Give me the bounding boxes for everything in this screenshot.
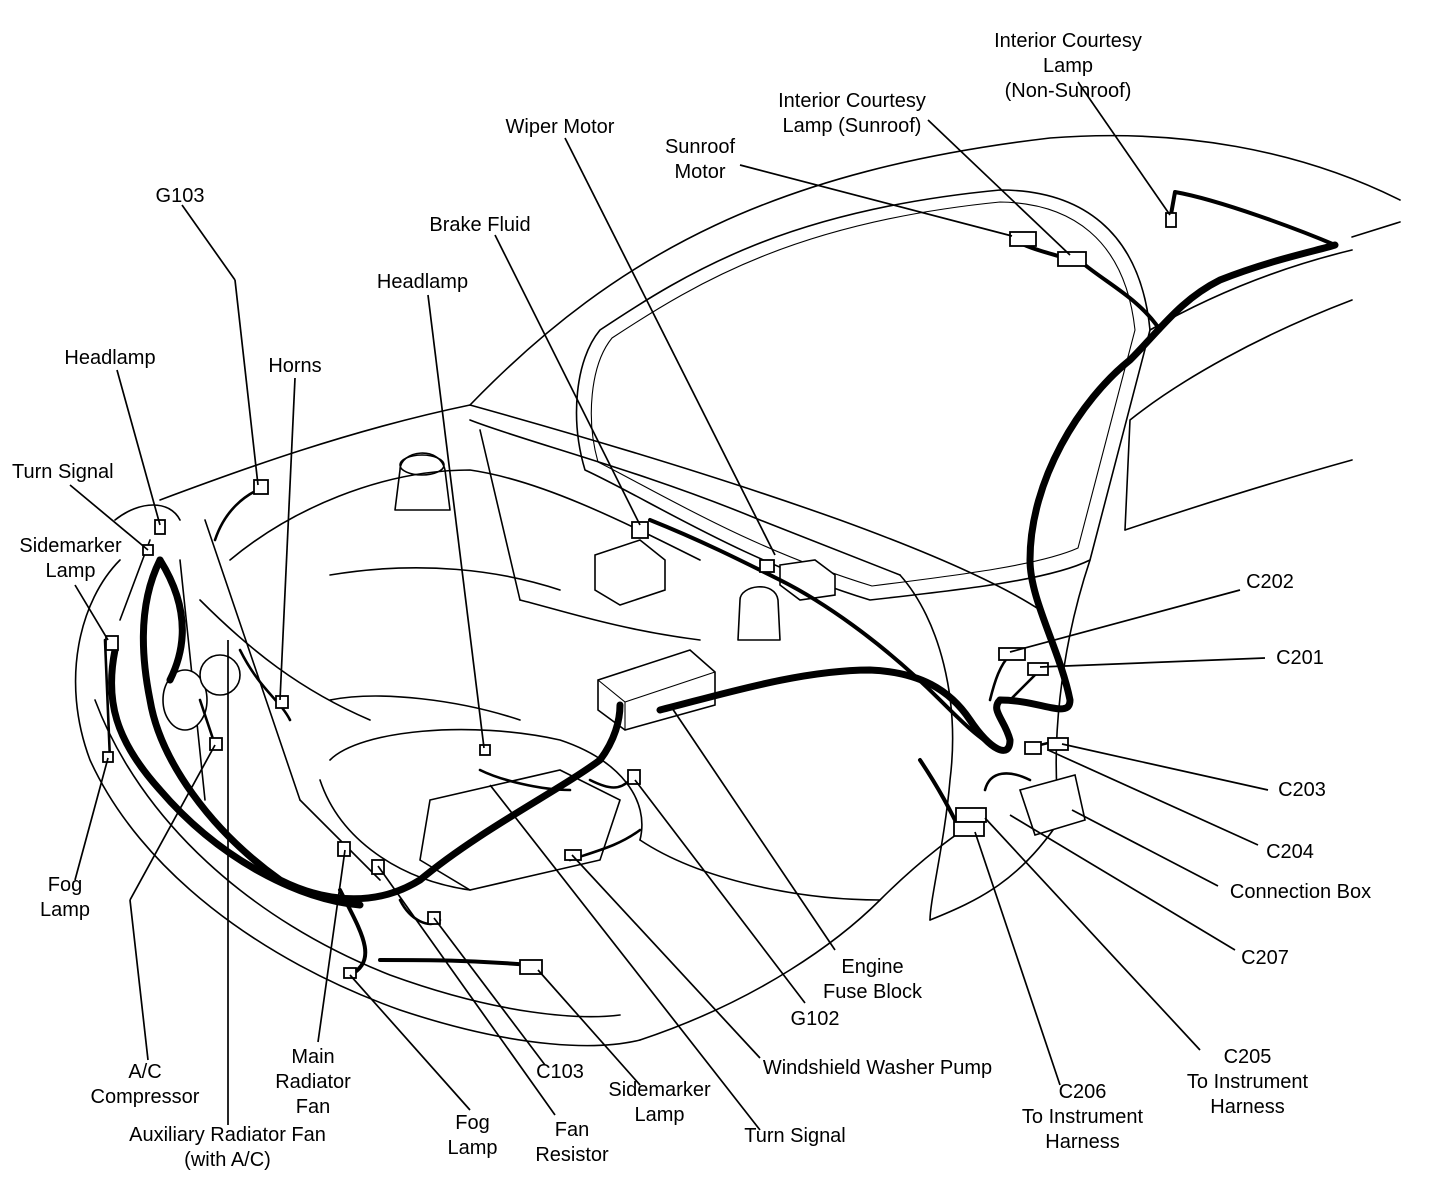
label-headlamp-center: Headlamp: [376, 271, 469, 293]
c204-connector: [1024, 741, 1042, 755]
headlamp-center-connector: [479, 744, 491, 756]
sunroof-motor-connector: [1009, 231, 1037, 247]
label-horns: Horns: [268, 355, 322, 377]
label-c103: C103: [536, 1061, 584, 1083]
label-turn-signal-bottom: Turn Signal: [744, 1125, 846, 1147]
brake-fluid-connector: [631, 521, 649, 539]
sidemarker-lamp-connector: [519, 959, 543, 975]
label-fan-resistor: Fan Resistor: [535, 1119, 609, 1166]
label-c206-to-instrument-harness: C206 To Instrument Harness: [1021, 1081, 1144, 1153]
label-c207: C207: [1241, 947, 1289, 969]
label-interior-courtesy-lamp-sunroof: Interior Courtesy Lamp (Sunroof): [778, 90, 926, 137]
label-sidemarker-lamp-bottom: Sidemarker Lamp: [608, 1079, 711, 1126]
label-c201: C201: [1276, 647, 1324, 669]
c201-connector: [1027, 662, 1049, 676]
label-headlamp-left: Headlamp: [64, 347, 156, 369]
car-body-outline: [74, 134, 1401, 1047]
leader-lines: [69, 81, 1269, 1131]
label-c205-to-instrument-harness: C205 To Instrument Harness: [1186, 1046, 1309, 1118]
c202-connector: [998, 647, 1026, 661]
label-brake-fluid: Brake Fluid: [429, 214, 531, 236]
wiper-motor-connector: [759, 559, 775, 573]
fog-lamp-left-connector: [102, 751, 114, 763]
label-connection-box: Connection Box: [1229, 881, 1372, 903]
label-c203: C203: [1278, 779, 1326, 801]
label-turn-signal-left: Turn Signal: [12, 461, 114, 483]
label-g103: G103: [155, 185, 205, 207]
c205-connector: [955, 807, 987, 823]
label-g102: G102: [790, 1008, 840, 1030]
label-auxiliary-radiator-fan: Auxiliary Radiator Fan (with A/C): [129, 1124, 326, 1171]
label-wiper-motor: Wiper Motor: [505, 116, 615, 138]
label-c202: C202: [1246, 571, 1294, 593]
label-main-radiator-fan: Main Radiator Fan: [275, 1046, 351, 1118]
headlamp-left-connector: [154, 519, 166, 535]
label-sunroof-motor: Sunroof Motor: [664, 136, 736, 183]
fog-lamp-connector: [343, 967, 357, 979]
label-interior-courtesy-lamp-non-sunroof: Interior Courtesy Lamp (Non-Sunroof): [994, 30, 1142, 102]
label-engine-fuse-block: Engine Fuse Block: [823, 956, 922, 1003]
g103-connector: [253, 479, 269, 495]
label-fog-lamp-left: Fog Lamp: [39, 874, 91, 921]
interior-courtesy-lamp-non-sunroof-connector: [1165, 212, 1177, 228]
label-windshield-washer-pump: Windshield Washer Pump: [762, 1057, 993, 1079]
label-fog-lamp-bottom: Fog Lamp: [447, 1112, 498, 1159]
label-ac-compressor: A/C Compressor: [90, 1061, 200, 1108]
c206-connector: [953, 821, 985, 837]
c203-connector: [1047, 737, 1069, 751]
ac-compressor-connector: [209, 737, 223, 751]
interior-courtesy-lamp-sunroof-connector: [1057, 251, 1087, 267]
g102-connector: [627, 769, 641, 785]
label-sidemarker-lamp-left: Sidemarker Lamp: [19, 535, 122, 582]
sidemarker-lamp-left-connector: [105, 635, 119, 651]
connectors: [102, 212, 1177, 979]
label-c204: C204: [1266, 841, 1314, 863]
wiring-harness: [103, 190, 1339, 977]
horns-connector: [275, 695, 289, 709]
